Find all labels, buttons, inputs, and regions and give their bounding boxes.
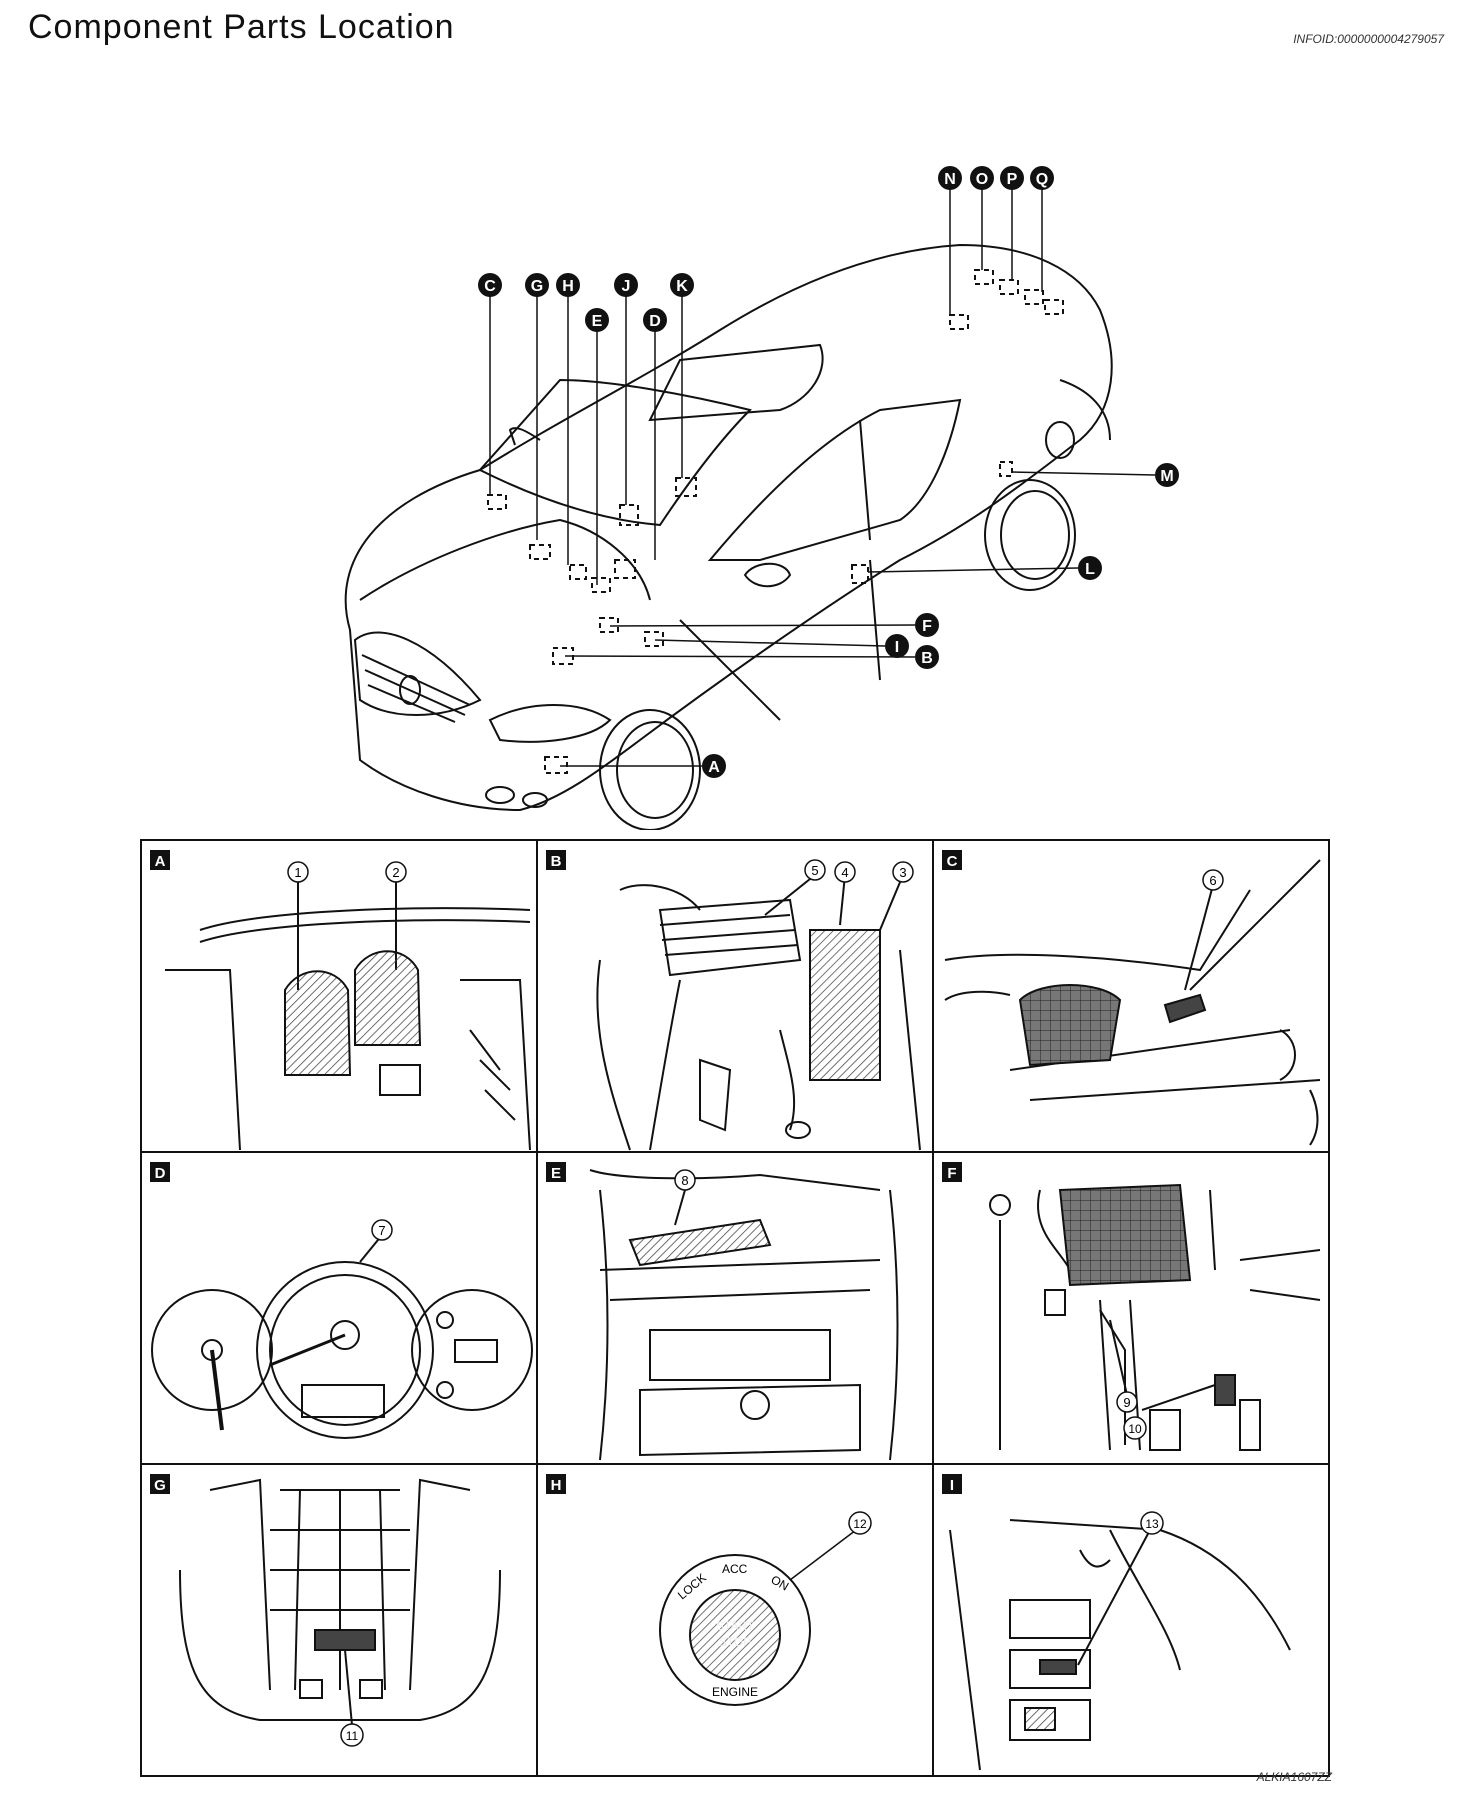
svg-text:E: E: [592, 313, 603, 330]
svg-text:O: O: [976, 171, 988, 188]
panel-i: I 13: [942, 1474, 1291, 1771]
marker-g: G: [525, 273, 549, 297]
svg-text:L: L: [1085, 561, 1095, 578]
svg-text:G: G: [531, 278, 543, 295]
marker-a: A: [702, 754, 726, 778]
svg-text:7: 7: [378, 1223, 385, 1238]
svg-text:I: I: [895, 639, 899, 656]
panel-b: B 5 4 3: [546, 850, 921, 1151]
panel-d: D 7: [150, 1162, 533, 1439]
svg-text:G: G: [154, 1477, 166, 1494]
marker-o: O: [970, 166, 994, 190]
svg-text:D: D: [155, 1165, 166, 1182]
panel-g: G 11: [150, 1474, 501, 1747]
page-title: Component Parts Location: [28, 8, 455, 46]
callout-8: 8: [674, 1169, 696, 1191]
callout-5: 5: [804, 859, 826, 881]
panel-c: C 6: [942, 850, 1321, 1146]
callout-2: 2: [385, 861, 407, 883]
svg-text:E: E: [551, 1165, 561, 1182]
callout-6: 6: [1202, 869, 1224, 891]
marker-q: Q: [1030, 166, 1054, 190]
start-label: START: [716, 1619, 755, 1633]
svg-text:8: 8: [681, 1173, 688, 1188]
grid-frame: [140, 839, 1330, 1777]
svg-text:B: B: [921, 650, 933, 667]
panel-e: E 8: [546, 1162, 899, 1461]
svg-text:Q: Q: [1036, 171, 1048, 188]
marker-m: M: [1155, 463, 1179, 487]
callout-3: 3: [892, 861, 914, 883]
marker-d: D: [643, 308, 667, 332]
svg-text:P: P: [1007, 171, 1018, 188]
detail-grid: A 1 2 B: [140, 839, 1330, 1777]
callout-4: 4: [834, 861, 856, 883]
car-body: [344, 243, 1113, 830]
svg-text:10: 10: [1128, 1422, 1142, 1436]
svg-text:H: H: [562, 278, 574, 295]
svg-text:C: C: [947, 853, 958, 870]
svg-text:A: A: [708, 759, 720, 776]
stop-label: STOP: [719, 1635, 751, 1649]
svg-text:12: 12: [853, 1517, 867, 1531]
svg-text:B: B: [551, 853, 562, 870]
marker-n: N: [938, 166, 962, 190]
svg-text:F: F: [947, 1165, 956, 1182]
panel-f: F 9 10: [942, 1162, 1321, 1451]
svg-text:F: F: [922, 618, 932, 635]
engine-label: ENGINE: [712, 1685, 758, 1699]
marker-i: I: [885, 634, 909, 658]
marker-p: P: [1000, 166, 1024, 190]
svg-text:K: K: [676, 278, 688, 295]
panel-h: H LOCK ACC ON START STOP ENGINE 12: [546, 1474, 872, 1706]
panel-a: A 1 2: [150, 850, 531, 1151]
leader-lines: [489, 180, 1156, 767]
acc-label: ACC: [722, 1562, 748, 1576]
svg-text:13: 13: [1145, 1517, 1159, 1531]
marker-f: F: [915, 613, 939, 637]
svg-text:I: I: [950, 1477, 954, 1494]
svg-text:9: 9: [1123, 1395, 1130, 1410]
svg-text:5: 5: [811, 863, 818, 878]
info-id: INFOID:0000000004279057: [1293, 32, 1444, 46]
location-brackets: [487, 269, 1064, 774]
callout-13: 13: [1140, 1511, 1164, 1535]
svg-text:H: H: [551, 1477, 562, 1494]
callout-12: 12: [848, 1511, 872, 1535]
svg-text:A: A: [155, 853, 166, 870]
vehicle-overview: C G H E J D K N O P Q M L F I B A: [344, 166, 1179, 830]
svg-text:C: C: [484, 278, 496, 295]
marker-b: B: [915, 645, 939, 669]
svg-text:11: 11: [346, 1729, 359, 1743]
svg-text:D: D: [649, 313, 661, 330]
svg-text:M: M: [1160, 468, 1173, 485]
svg-text:1: 1: [294, 865, 301, 880]
svg-text:N: N: [944, 171, 956, 188]
callout-9: 9: [1116, 1391, 1138, 1413]
marker-c: C: [478, 273, 502, 297]
svg-text:J: J: [622, 278, 631, 295]
marker-j: J: [614, 273, 638, 297]
marker-h: H: [556, 273, 580, 297]
figure-code: ALKIA1607ZZ: [1256, 1770, 1332, 1784]
svg-text:4: 4: [841, 865, 848, 880]
marker-k: K: [670, 273, 694, 297]
svg-text:2: 2: [392, 865, 399, 880]
callout-11: 11: [340, 1723, 364, 1747]
marker-l: L: [1078, 556, 1102, 580]
callout-7: 7: [371, 1219, 393, 1241]
svg-text:3: 3: [899, 865, 906, 880]
callout-1: 1: [287, 861, 309, 883]
svg-text:6: 6: [1209, 873, 1216, 888]
callout-10: 10: [1123, 1416, 1147, 1440]
marker-e: E: [585, 308, 609, 332]
